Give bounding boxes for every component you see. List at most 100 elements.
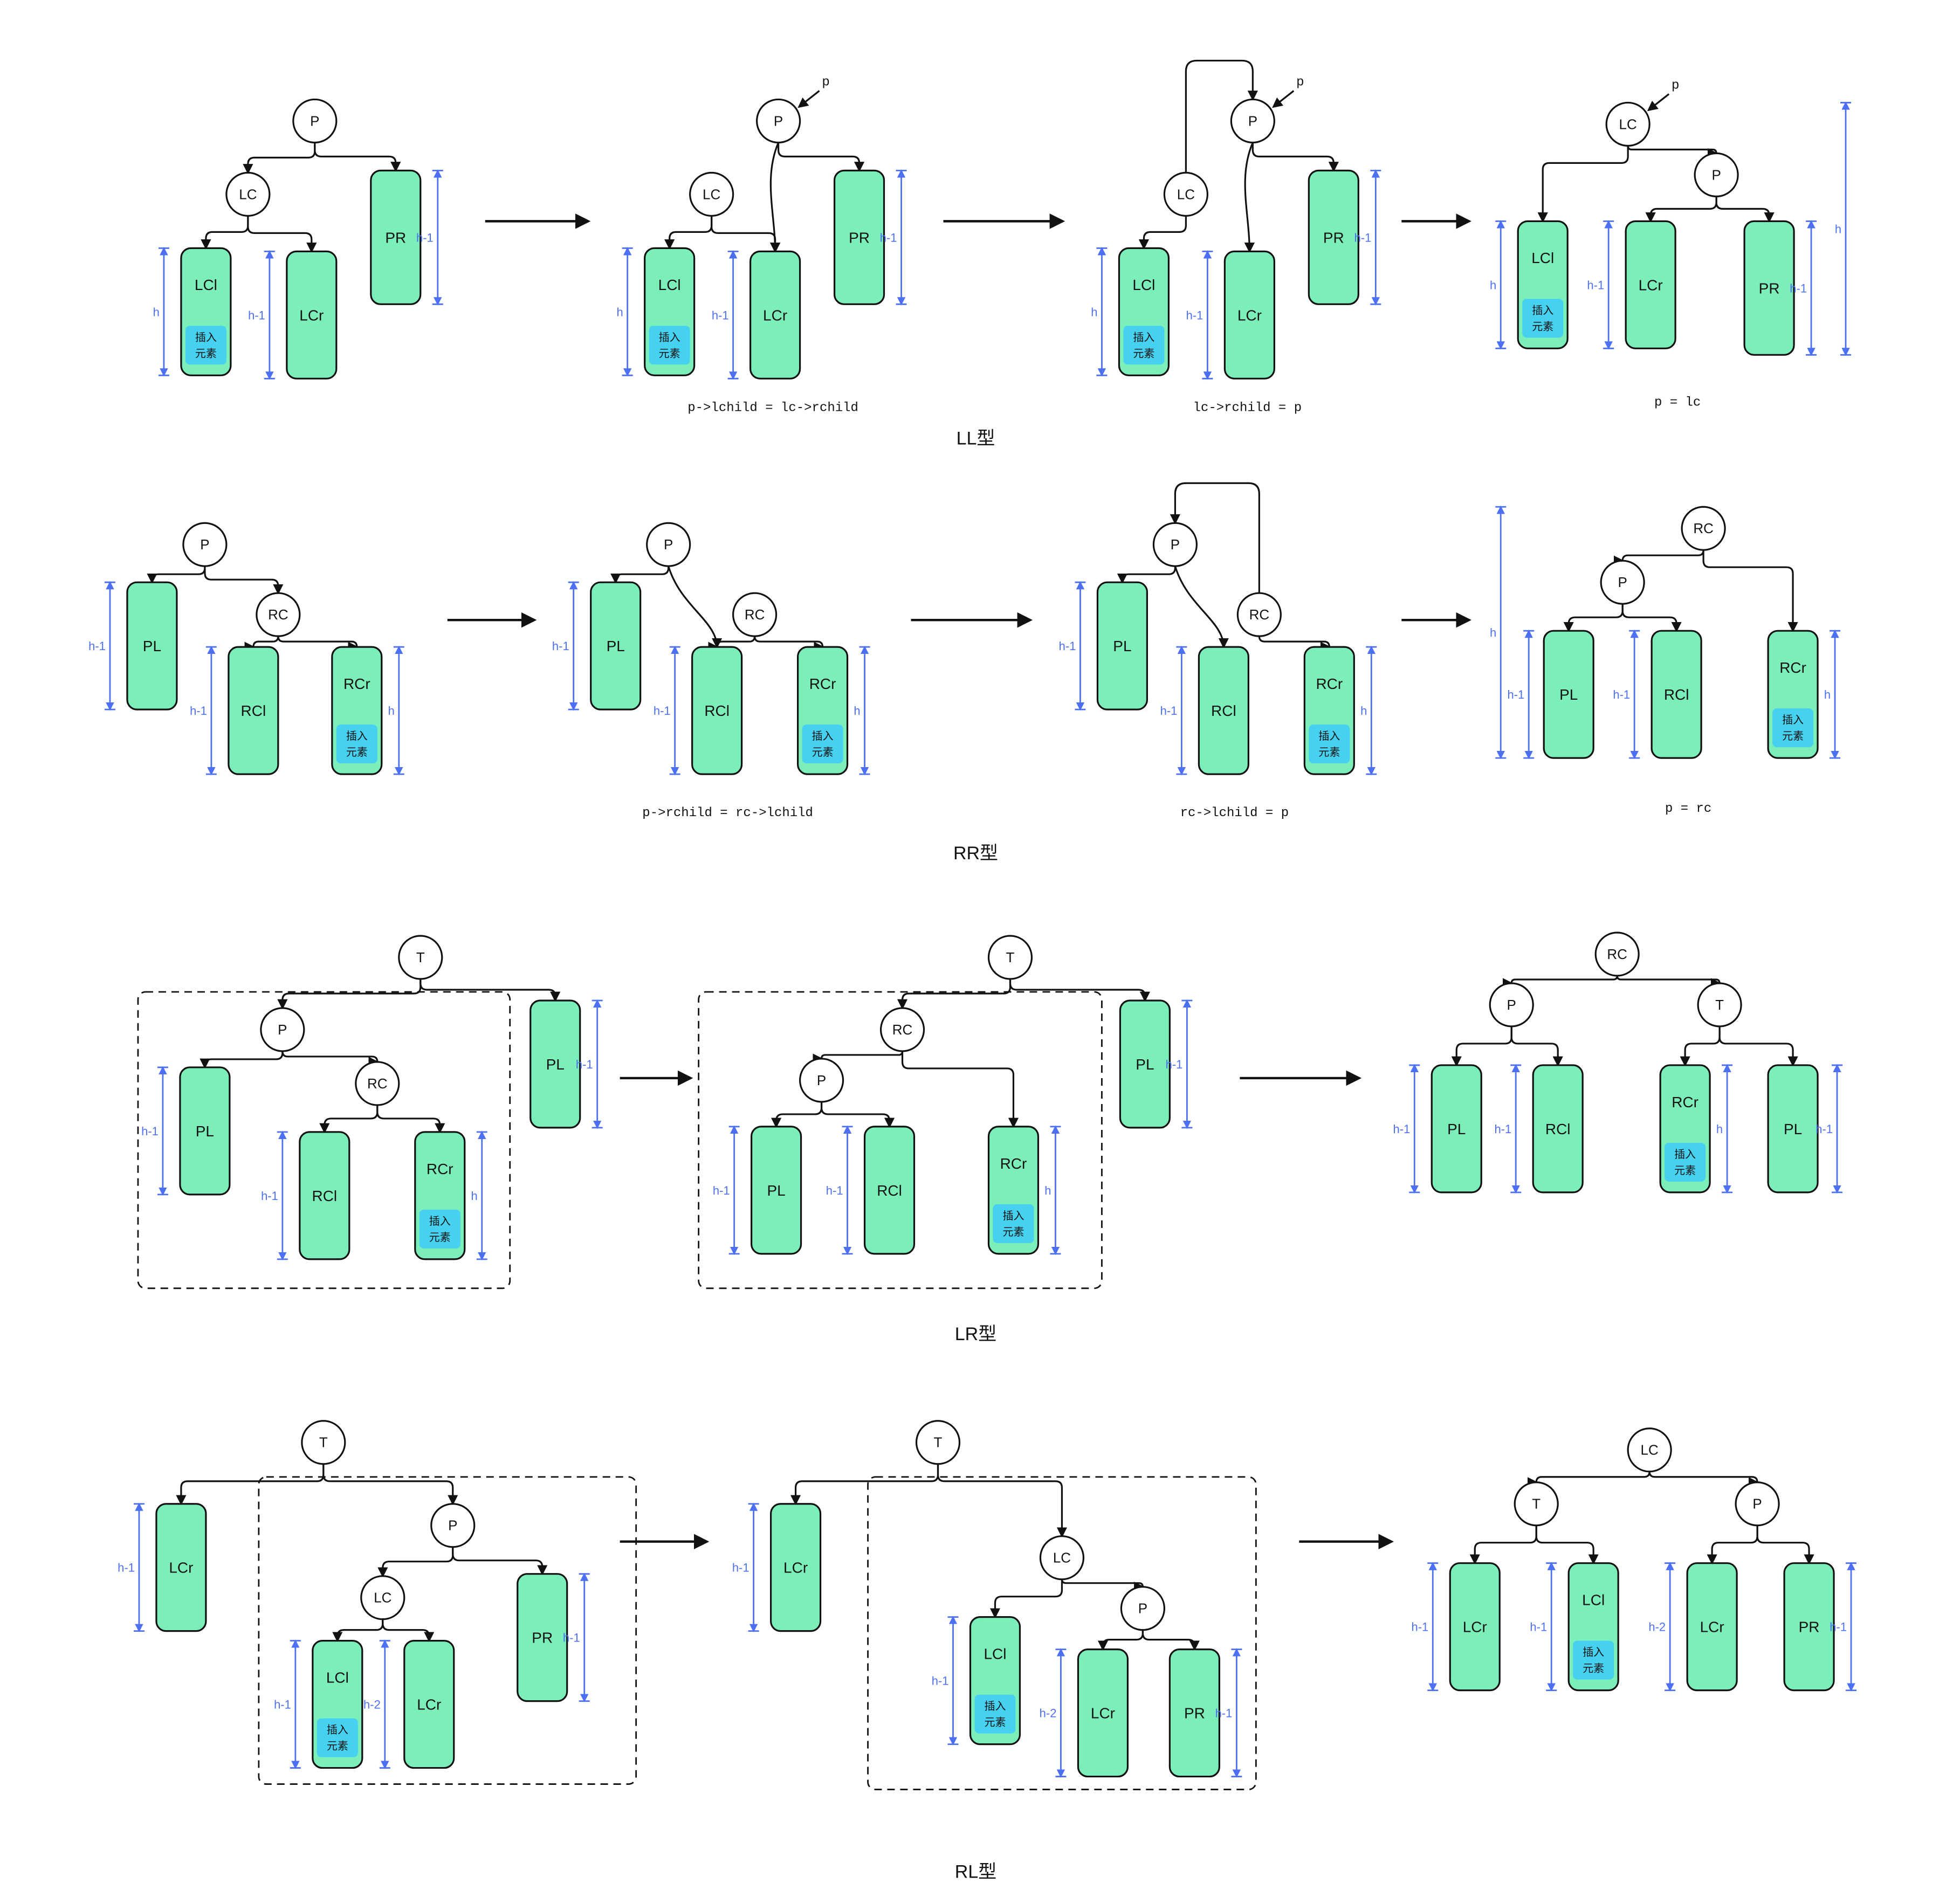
tree-node-rc: RC	[355, 1061, 400, 1106]
svg-text:LCr: LCr	[763, 307, 787, 323]
height-marker: h	[1716, 1064, 1733, 1194]
svg-text:T: T	[1532, 1496, 1541, 1512]
insert-badge	[1772, 708, 1814, 748]
tree-edge	[1117, 566, 1176, 584]
tree-edge	[1174, 565, 1229, 649]
tree-edge	[247, 216, 317, 253]
insert-badge	[1123, 326, 1165, 365]
tree-block-pr: PR	[833, 169, 885, 305]
svg-text:h-2: h-2	[1648, 1620, 1666, 1634]
height-marker: h-1	[88, 581, 115, 711]
svg-text:h-1: h-1	[118, 1561, 135, 1575]
tree-edge	[319, 1105, 379, 1134]
svg-text:T: T	[416, 949, 425, 965]
pointer-arrow-icon	[1647, 93, 1670, 112]
svg-text:h-1: h-1	[261, 1189, 278, 1203]
code-caption: rc->lchild = p	[1180, 806, 1289, 820]
tree-block-lcr: LCr	[1686, 1562, 1738, 1692]
height-marker: h	[1091, 247, 1108, 377]
svg-text:LCl: LCl	[1132, 277, 1155, 293]
height-marker: h	[616, 247, 633, 377]
tree-edge	[1627, 144, 1722, 155]
height-marker: h-1	[1186, 250, 1213, 380]
tree-edge	[1510, 1026, 1563, 1067]
tree-node-p: P	[292, 98, 338, 144]
tree-edge	[147, 566, 206, 584]
tree-edge	[452, 1547, 548, 1576]
height-marker: h-1	[1494, 1064, 1522, 1194]
tree-edge	[1702, 550, 1798, 633]
height-marker: h	[153, 247, 169, 377]
tree-edge	[790, 1464, 939, 1506]
svg-text:RCr: RCr	[1672, 1094, 1698, 1110]
tree-block-lcr: LCr	[286, 250, 338, 380]
tree-block-lcr: LCr	[770, 1503, 822, 1632]
tree-block-lcr: LCr	[1449, 1562, 1501, 1692]
svg-text:h-1: h-1	[1830, 1620, 1847, 1634]
svg-text:RC: RC	[745, 606, 765, 623]
height-marker: h-1	[932, 1616, 959, 1746]
svg-text:RCr: RCr	[343, 675, 370, 692]
tree-edge	[1621, 604, 1682, 633]
svg-text:h: h	[1044, 1184, 1051, 1197]
svg-text:PL: PL	[196, 1123, 214, 1140]
svg-text:LCr: LCr	[417, 1696, 441, 1713]
tree-edge	[778, 142, 865, 173]
insert-badge	[317, 1718, 358, 1757]
svg-text:h-1: h-1	[1215, 1707, 1233, 1720]
tree-edge	[1258, 636, 1335, 649]
svg-text:h-1: h-1	[416, 231, 434, 244]
tree-block-rcl: RCl	[1198, 646, 1249, 775]
svg-text:h-1: h-1	[1411, 1620, 1428, 1634]
tree-edge	[712, 636, 756, 649]
tree-block-pr: PR	[370, 169, 422, 305]
svg-text:P: P	[817, 1072, 826, 1088]
pointer-annotation: p	[797, 74, 829, 108]
tree-edge	[382, 1619, 435, 1643]
insert-badge	[993, 1204, 1034, 1243]
tree-edge	[1141, 1630, 1200, 1651]
svg-text:h: h	[1716, 1122, 1723, 1136]
tree-edge	[711, 216, 781, 253]
svg-text:LC: LC	[1053, 1550, 1071, 1566]
tree-edge	[664, 216, 713, 250]
svg-text:RCl: RCl	[877, 1182, 902, 1199]
insert-badge	[1665, 1142, 1706, 1182]
height-marker: h-1	[1160, 645, 1187, 776]
tree-node-p: P	[646, 522, 691, 567]
tree-node-rc: RC	[732, 592, 778, 637]
tree-node-p: P	[182, 522, 228, 567]
height-marker: h-1	[552, 581, 579, 711]
svg-text:LC: LC	[1619, 116, 1637, 132]
tree-edge	[989, 1579, 1063, 1619]
tree-edge	[1645, 196, 1717, 223]
svg-text:LCl: LCl	[1582, 1592, 1605, 1609]
tree-node-t: T	[1697, 982, 1742, 1027]
svg-text:P: P	[1138, 1601, 1147, 1617]
svg-text:h-1: h-1	[248, 308, 265, 322]
tree-edge	[277, 978, 422, 1010]
tree-block-pl: PL	[1096, 581, 1149, 710]
svg-text:PL: PL	[1447, 1121, 1466, 1137]
tree-block-lcr: LCr	[155, 1503, 207, 1632]
code-caption: p->lchild = lc->rchild	[687, 401, 858, 415]
row-label-lr: LR型	[955, 1324, 996, 1344]
insert-badge	[974, 1694, 1016, 1734]
tree-block-pl: PL	[179, 1066, 231, 1196]
svg-text:PL: PL	[607, 638, 625, 654]
tree-node-lc: LC	[689, 171, 734, 217]
tree-node-p: P	[1694, 152, 1739, 197]
height-marker: h-1	[190, 645, 217, 776]
svg-text:P: P	[448, 1517, 457, 1534]
svg-text:h: h	[1490, 626, 1496, 639]
svg-text:h: h	[1835, 222, 1841, 236]
tree-node-p: P	[260, 1007, 305, 1052]
tree-block-lcr: LCr	[1625, 220, 1676, 349]
tree-edge	[754, 636, 828, 649]
tree-edge	[1648, 1471, 1763, 1484]
